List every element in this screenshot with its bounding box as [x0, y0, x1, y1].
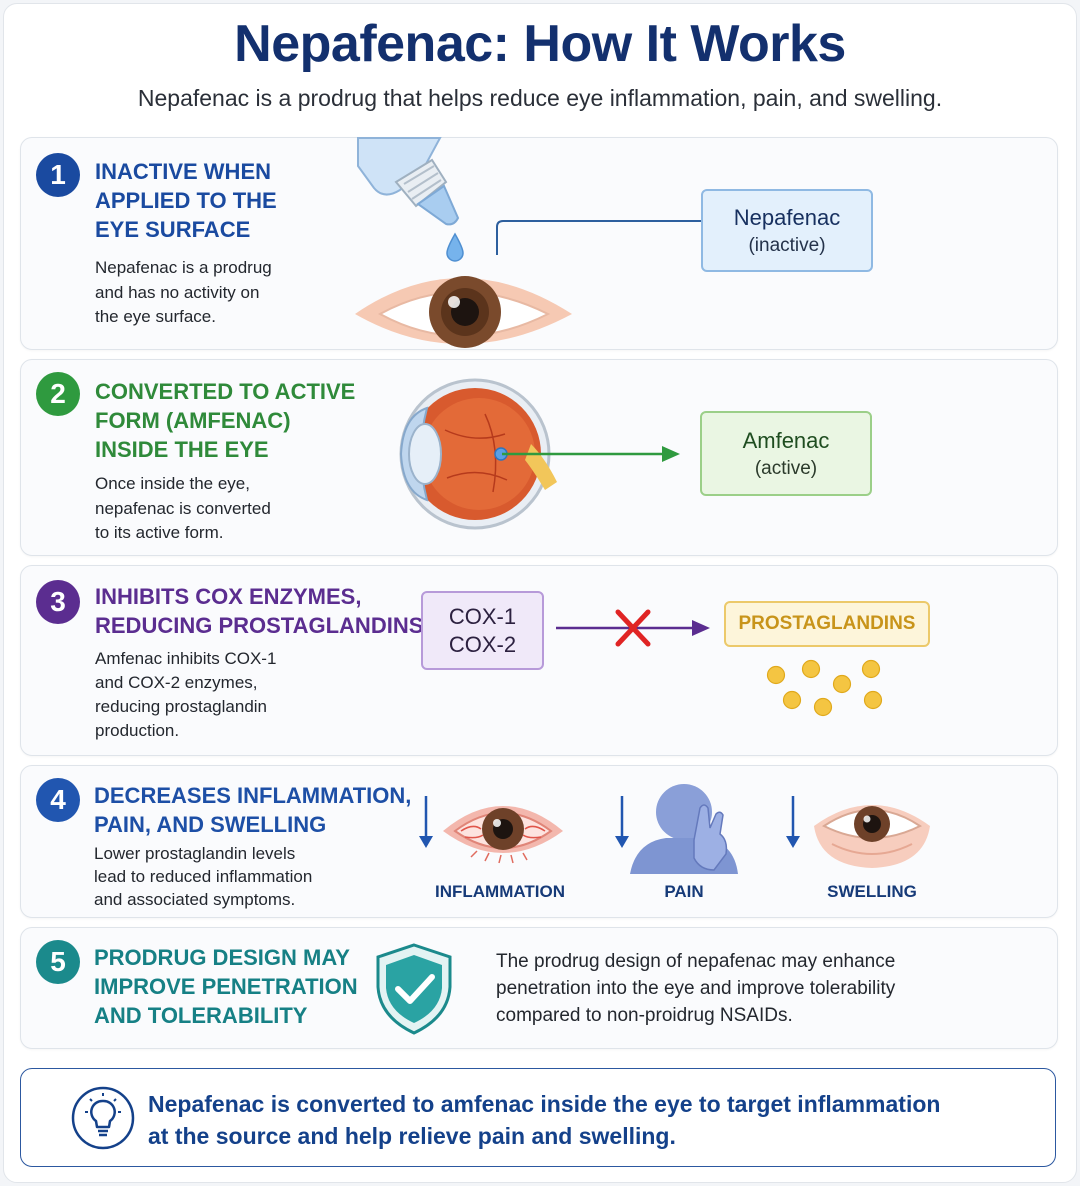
summary-line: at the source and help relieve pain and … — [148, 1123, 676, 1149]
prostaglandins-box: PROSTAGLANDINS — [724, 601, 930, 647]
step-5-heading-line: IMPROVE PENETRATION — [94, 974, 358, 999]
step-2-heading: CONVERTED TO ACTIVE FORM (AMFENAC) INSID… — [95, 377, 355, 464]
step-5-description: The prodrug design of nepafenac may enha… — [496, 948, 895, 1029]
step-3-description-line: reducing prostaglandin — [95, 697, 268, 716]
step-2-heading-line: CONVERTED TO ACTIVE — [95, 379, 356, 404]
step-2-description-line: nepafenac is converted — [95, 498, 271, 518]
eye-drop-bottle-icon — [357, 137, 460, 226]
step-5-number-badge: 5 — [36, 940, 80, 984]
step-3-description: Amfenac inhibits COX-1 and COX-2 enzymes… — [95, 647, 276, 743]
step-1-number-badge: 1 — [36, 153, 80, 197]
page-subtitle: Nepafenac is a prodrug that helps reduce… — [137, 85, 943, 111]
arrow-right-icon — [502, 446, 680, 462]
summary-line: Nepafenac is converted to amfenac inside… — [148, 1091, 941, 1117]
swollen-eye-icon — [814, 805, 930, 868]
lightbulb-icon — [71, 1086, 135, 1150]
step-2-description-line: to its active form. — [95, 523, 224, 542]
step-4-description: Lower prostaglandin levels lead to reduc… — [94, 842, 312, 911]
page-title: Nepafenac: How It Works — [234, 15, 846, 73]
step-4-heading-line: PAIN, AND SWELLING — [94, 812, 327, 837]
step-1-heading-line: APPLIED TO THE — [95, 188, 277, 213]
connector-line — [496, 220, 703, 255]
cox-enzymes-box: COX-1 COX-2 — [421, 591, 544, 670]
shield-check-icon — [376, 943, 452, 1035]
step-5-card — [20, 927, 1058, 1049]
step-3-heading-line: INHIBITS COX ENZYMES, — [95, 584, 362, 609]
amfenac-label: Amfenac — [742, 428, 830, 453]
active-label: (active) — [754, 458, 818, 479]
step-4-description-line: and associated symptoms. — [94, 890, 296, 909]
cox-1-label: COX-1 — [448, 604, 517, 629]
eye-icon — [355, 276, 572, 348]
step-2-description-line: Once inside the eye, — [95, 474, 250, 493]
step-5-heading-line: PRODRUG DESIGN MAY — [94, 945, 350, 970]
step-3-description-line: Amfenac inhibits COX-1 — [95, 649, 277, 668]
symptom-label-swelling: SWELLING — [827, 882, 917, 901]
step-1-heading-line: EYE SURFACE — [95, 217, 251, 242]
summary-text: Nepafenac is converted to amfenac inside… — [148, 1088, 1008, 1152]
step-1-description-line: Nepafenac is a prodrug — [95, 258, 272, 277]
step-1-description-line: the eye surface. — [95, 307, 216, 326]
step-5-description-line: The prodrug design of nepafenac may enha… — [496, 951, 896, 972]
step-1-description: Nepafenac is a prodrug and has no activi… — [95, 256, 272, 330]
step-2-number-badge: 2 — [36, 372, 80, 416]
step-5-description-line: penetration into the eye and improve tol… — [496, 978, 896, 999]
blocked-arrow-icon — [556, 609, 710, 647]
step-4-heading-line: DECREASES INFLAMMATION, — [94, 783, 412, 808]
nepafenac-inactive-box: Nepafenac (inactive) — [701, 189, 873, 272]
step-4-description-line: lead to reduced inflammation — [94, 867, 313, 886]
step-1-heading-line: INACTIVE WHEN — [95, 159, 271, 184]
step-3-heading-line: REDUCING PROSTAGLANDINS — [95, 613, 424, 638]
cox-2-label: COX-2 — [448, 632, 517, 657]
decrease-arrow-icon — [615, 796, 629, 848]
step-5-heading-line: AND TOLERABILITY — [94, 1003, 308, 1028]
step-3-description-line: production. — [95, 721, 180, 740]
summary-box — [20, 1068, 1056, 1167]
step-3-heading: INHIBITS COX ENZYMES, REDUCING PROSTAGLA… — [95, 582, 423, 640]
step-1-heading: INACTIVE WHEN APPLIED TO THE EYE SURFACE — [95, 157, 277, 244]
amfenac-active-box: Amfenac (active) — [700, 411, 872, 496]
step-4-description-line: Lower prostaglandin levels — [94, 844, 296, 863]
step-2-heading-line: INSIDE THE EYE — [95, 437, 269, 462]
step-4-number-badge: 4 — [36, 778, 80, 822]
step-4-heading: DECREASES INFLAMMATION, PAIN, AND SWELLI… — [94, 781, 411, 839]
step-5-description-line: compared to non-proidrug NSAIDs. — [496, 1005, 793, 1026]
decrease-arrow-icon — [786, 796, 800, 848]
symptom-label-inflammation: INFLAMMATION — [435, 882, 565, 901]
prostaglandin-dots-icon — [766, 659, 883, 717]
step-2-description: Once inside the eye, nepafenac is conver… — [95, 472, 271, 546]
step-3-description-line: and COX-2 enzymes, — [95, 673, 258, 692]
nepafenac-label: Nepafenac — [733, 205, 841, 230]
step-3-number-badge: 3 — [36, 580, 80, 624]
symptom-label-pain: PAIN — [664, 882, 704, 901]
step-2-heading-line: FORM (AMFENAC) — [95, 408, 291, 433]
decrease-arrow-icon — [419, 796, 433, 848]
drop-icon — [446, 232, 464, 262]
step-1-description-line: and has no activity on — [95, 282, 260, 302]
person-in-pain-icon — [630, 784, 738, 874]
step-5-heading: PRODRUG DESIGN MAY IMPROVE PENETRATION A… — [94, 943, 358, 1030]
inactive-label: (inactive) — [748, 235, 826, 256]
red-eye-icon — [443, 806, 563, 864]
eyeball-cross-section-icon — [399, 378, 557, 530]
